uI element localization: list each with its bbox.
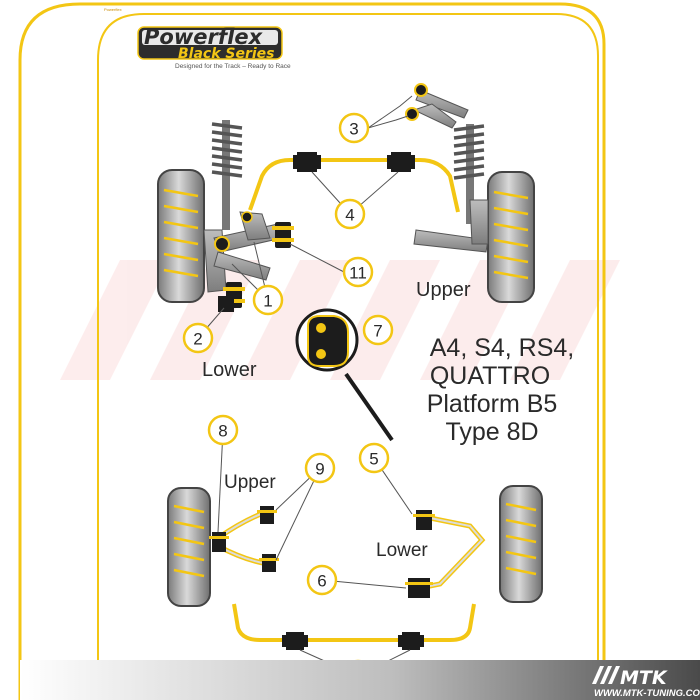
- callout-1: 1: [252, 284, 284, 316]
- callout-8-label: 8: [218, 422, 227, 441]
- front-anti-roll-bar: [248, 158, 460, 213]
- footer-bar: MTK WWW.MTK-TUNING.COM: [20, 660, 700, 700]
- mtk-brand: MTK: [620, 667, 668, 689]
- leader-lines: [197, 95, 413, 677]
- rear-anti-roll-bar: [232, 603, 476, 642]
- callout-9-label: 9: [315, 460, 324, 479]
- rear-lower-wishbone: [405, 510, 486, 598]
- mtk-url: WWW.MTK-TUNING.COM: [594, 688, 700, 699]
- callout-11-label: 11: [349, 264, 367, 283]
- vehicle-line-1: A4, S4, RS4,: [430, 334, 575, 362]
- vehicle-line-3: Platform B5: [427, 390, 558, 418]
- front-arb-bush-right: [387, 152, 415, 172]
- rear-arb-bush-right: [398, 632, 424, 650]
- callout-6: 6: [306, 564, 338, 596]
- front-right-arms: [413, 199, 489, 253]
- callout-3: 3: [338, 112, 370, 144]
- brand-series: Black Series: [178, 46, 275, 62]
- callout-7-label: 7: [373, 322, 382, 341]
- top-tag: Powerflex: [104, 7, 122, 12]
- powerflex-logo: Powerflex Black Series Designed for the …: [137, 25, 291, 70]
- front-left-wheel: [157, 169, 205, 303]
- callout-1-label: 1: [263, 292, 272, 311]
- front-rear-lower-bush: [272, 222, 294, 248]
- vehicle-line-2: QUATTRO: [430, 362, 550, 390]
- callout-7: 7: [362, 314, 394, 346]
- rear-upper-wishbone: [209, 506, 279, 572]
- callout-4: 4: [334, 198, 366, 230]
- vehicle-title: A4, S4, RS4, QUATTRO Platform B5 Type 8D: [427, 334, 575, 446]
- brand-tagline: Designed for the Track – Ready to Race: [175, 63, 291, 70]
- rear-arb-bush-left: [282, 632, 308, 650]
- rear-right-wheel: [499, 485, 543, 603]
- callout-2-label: 2: [193, 330, 202, 349]
- callout-9: 9: [304, 452, 336, 484]
- callout-2: 2: [182, 322, 214, 354]
- front-upper-label: Upper: [416, 279, 471, 301]
- callout-5: 5: [358, 442, 390, 474]
- brand-name: Powerflex: [144, 25, 264, 49]
- front-lower-arm-bush: [218, 282, 245, 312]
- rear-left-wheel: [167, 487, 211, 607]
- mtk-logo: MTK: [592, 666, 668, 689]
- front-left-spring: [211, 120, 243, 230]
- rear-upper-label: Upper: [224, 472, 276, 493]
- callout-6-label: 6: [317, 572, 326, 591]
- rear-lower-label: Lower: [376, 540, 428, 561]
- front-lower-label: Lower: [202, 359, 257, 381]
- callout-3-label: 3: [349, 120, 358, 139]
- callout-5-label: 5: [369, 450, 378, 469]
- front-arb-bush-left: [293, 152, 321, 172]
- callout-4-label: 4: [345, 206, 354, 225]
- yellow-frame: [18, 2, 606, 700]
- inner-frame: [97, 13, 599, 660]
- vehicle-line-4: Type 8D: [445, 418, 538, 446]
- front-right-spring: [453, 124, 485, 224]
- upper-arm-set: [405, 83, 469, 129]
- front-right-wheel: [487, 171, 535, 303]
- callout-8: 8: [207, 414, 239, 446]
- callout-11: 11: [342, 256, 374, 288]
- magnified-bush: [295, 308, 394, 442]
